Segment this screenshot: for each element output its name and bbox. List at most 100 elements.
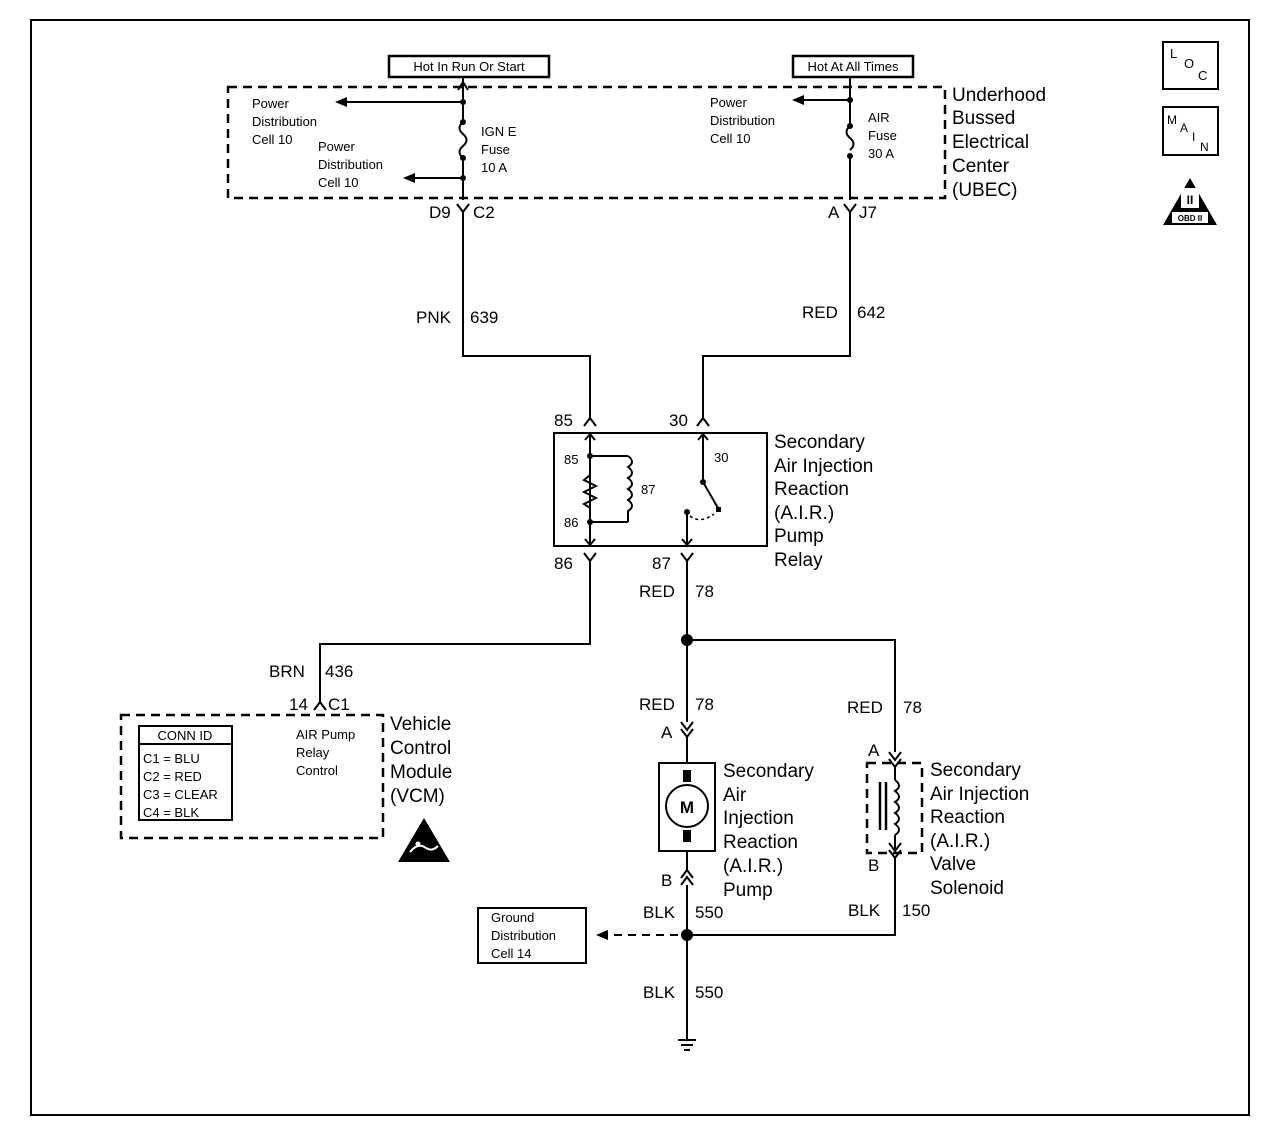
vcm-conn-c1: C1 [328,695,350,714]
svg-text:O: O [1184,56,1194,71]
svg-text:Secondary: Secondary [930,760,1021,781]
relay-switch-contact [702,481,719,509]
hot-all-times-tag: Hot At All Times [791,54,915,79]
relay-inner-87: 87 [641,482,655,497]
ground-icon [678,1039,696,1051]
svg-text:A: A [1180,121,1188,135]
wire-550-a-label: 550 [695,903,723,922]
conn-id-title: CONN ID [158,728,213,743]
air-fuse-label: AIR Fuse 30 A [868,110,897,161]
svg-text:10 A: 10 A [481,160,507,175]
relay-pin-30: 30 [669,411,688,430]
pd-right-label: Power Distribution Cell 10 [710,95,775,146]
pd-left-2-label: Power Distribution Cell 10 [318,139,383,190]
relay-inner-30: 30 [714,450,728,465]
conn-a: A [828,203,840,222]
svg-text:I: I [1192,130,1195,144]
splice-ground [681,929,693,941]
svg-text:Electrical: Electrical [952,132,1029,153]
solenoid-title: Secondary Air Injection Reaction (A.I.R.… [930,760,1029,899]
conn-id-c4: C4 = BLK [143,805,199,820]
svg-text:Distribution: Distribution [318,157,383,172]
wire-brn-436 [319,561,591,702]
svg-text:Distribution: Distribution [252,114,317,129]
wire-brn-label: BRN [269,662,305,681]
conn-d9: D9 [429,203,451,222]
diagram-frame [30,19,1250,1116]
wire-550-b-label: 550 [695,983,723,1002]
svg-text:(A.I.R.): (A.I.R.) [774,503,834,524]
svg-text:Power: Power [710,95,748,110]
svg-text:Air: Air [723,785,747,806]
wire-blk550-b-label: BLK [643,983,676,1002]
svg-text:Reaction: Reaction [723,832,798,853]
svg-text:Cell 10: Cell 10 [318,175,358,190]
vcm-pin-14: 14 [289,695,308,714]
wire-pnk-639 [462,212,591,418]
svg-text:M: M [1167,113,1177,127]
ign-fuse-label: IGN E Fuse 10 A [481,124,517,175]
svg-text:Air Injection: Air Injection [930,784,1029,805]
pump-pin-a: A [661,723,673,742]
obd-ii-icon: II OBD II [1163,178,1217,225]
pump-title: Secondary Air Injection Reaction (A.I.R.… [723,761,814,901]
solenoid-pin-a: A [868,741,880,760]
svg-text:Module: Module [390,762,452,783]
conn-j7: J7 [859,203,877,222]
svg-text:Power: Power [318,139,356,154]
wire-78-c-label: 78 [903,698,922,717]
conn-id-c2: C2 = RED [143,769,202,784]
ground-ref-label: Ground Distribution Cell 14 [491,910,556,961]
svg-text:OBD II: OBD II [1178,214,1202,223]
wire-150-label: 150 [902,901,930,920]
relay-pin-85: 85 [554,411,573,430]
wire-642-label: 642 [857,303,885,322]
wire-blk550-a-label: BLK [643,903,676,922]
relay-title: Secondary Air Injection Reaction (A.I.R.… [774,432,873,571]
svg-text:AIR: AIR [868,110,890,125]
ubec-title: Underhood Bussed Electrical Center (UBEC… [952,85,1046,201]
main-icon[interactable]: M A I N [1162,106,1219,156]
svg-text:Injection: Injection [723,808,794,829]
wire-blk-150 [687,858,896,936]
svg-text:AIR Pump: AIR Pump [296,727,355,742]
svg-text:(UBEC): (UBEC) [952,180,1017,201]
svg-text:Distribution: Distribution [710,113,775,128]
wire-78-b-label: 78 [695,695,714,714]
ign-fuse-icon [458,121,468,159]
svg-text:Control: Control [390,738,451,759]
conn-id-c3: C3 = CLEAR [143,787,218,802]
svg-text:Distribution: Distribution [491,928,556,943]
svg-text:II: II [1187,193,1194,207]
relay-inner-86: 86 [564,515,578,530]
conn-id-table [138,725,233,821]
wire-639-label: 639 [470,308,498,327]
svg-text:Pump: Pump [723,880,773,901]
pump-pin-b: B [661,871,672,890]
svg-text:Underhood: Underhood [952,85,1046,106]
wire-red78-c-label: RED [847,698,883,717]
relay-pin-86: 86 [554,554,573,573]
relay-resistor-icon [581,474,599,509]
svg-text:Ground: Ground [491,910,534,925]
svg-text:IGN E: IGN E [481,124,517,139]
svg-text:Vehicle: Vehicle [390,714,451,735]
svg-text:Bussed: Bussed [952,108,1015,129]
svg-text:Solenoid: Solenoid [930,878,1004,899]
svg-text:Air Injection: Air Injection [774,456,873,477]
ground-ref-box [477,907,587,964]
svg-text:Reaction: Reaction [930,807,1005,828]
svg-text:L: L [1170,46,1177,61]
pd-left-1-label: Power Distribution Cell 10 [252,96,317,147]
svg-text:(VCM): (VCM) [390,786,445,807]
loc-icon[interactable]: L O C [1162,41,1219,90]
svg-text:Cell 14: Cell 14 [491,946,531,961]
esd-warning-icon [398,818,450,862]
svg-text:(A.I.R.): (A.I.R.) [930,831,990,852]
svg-text:Center: Center [952,156,1010,177]
svg-text:N: N [1200,140,1209,154]
solenoid-pin-b: B [868,856,879,875]
svg-text:Fuse: Fuse [481,142,510,157]
